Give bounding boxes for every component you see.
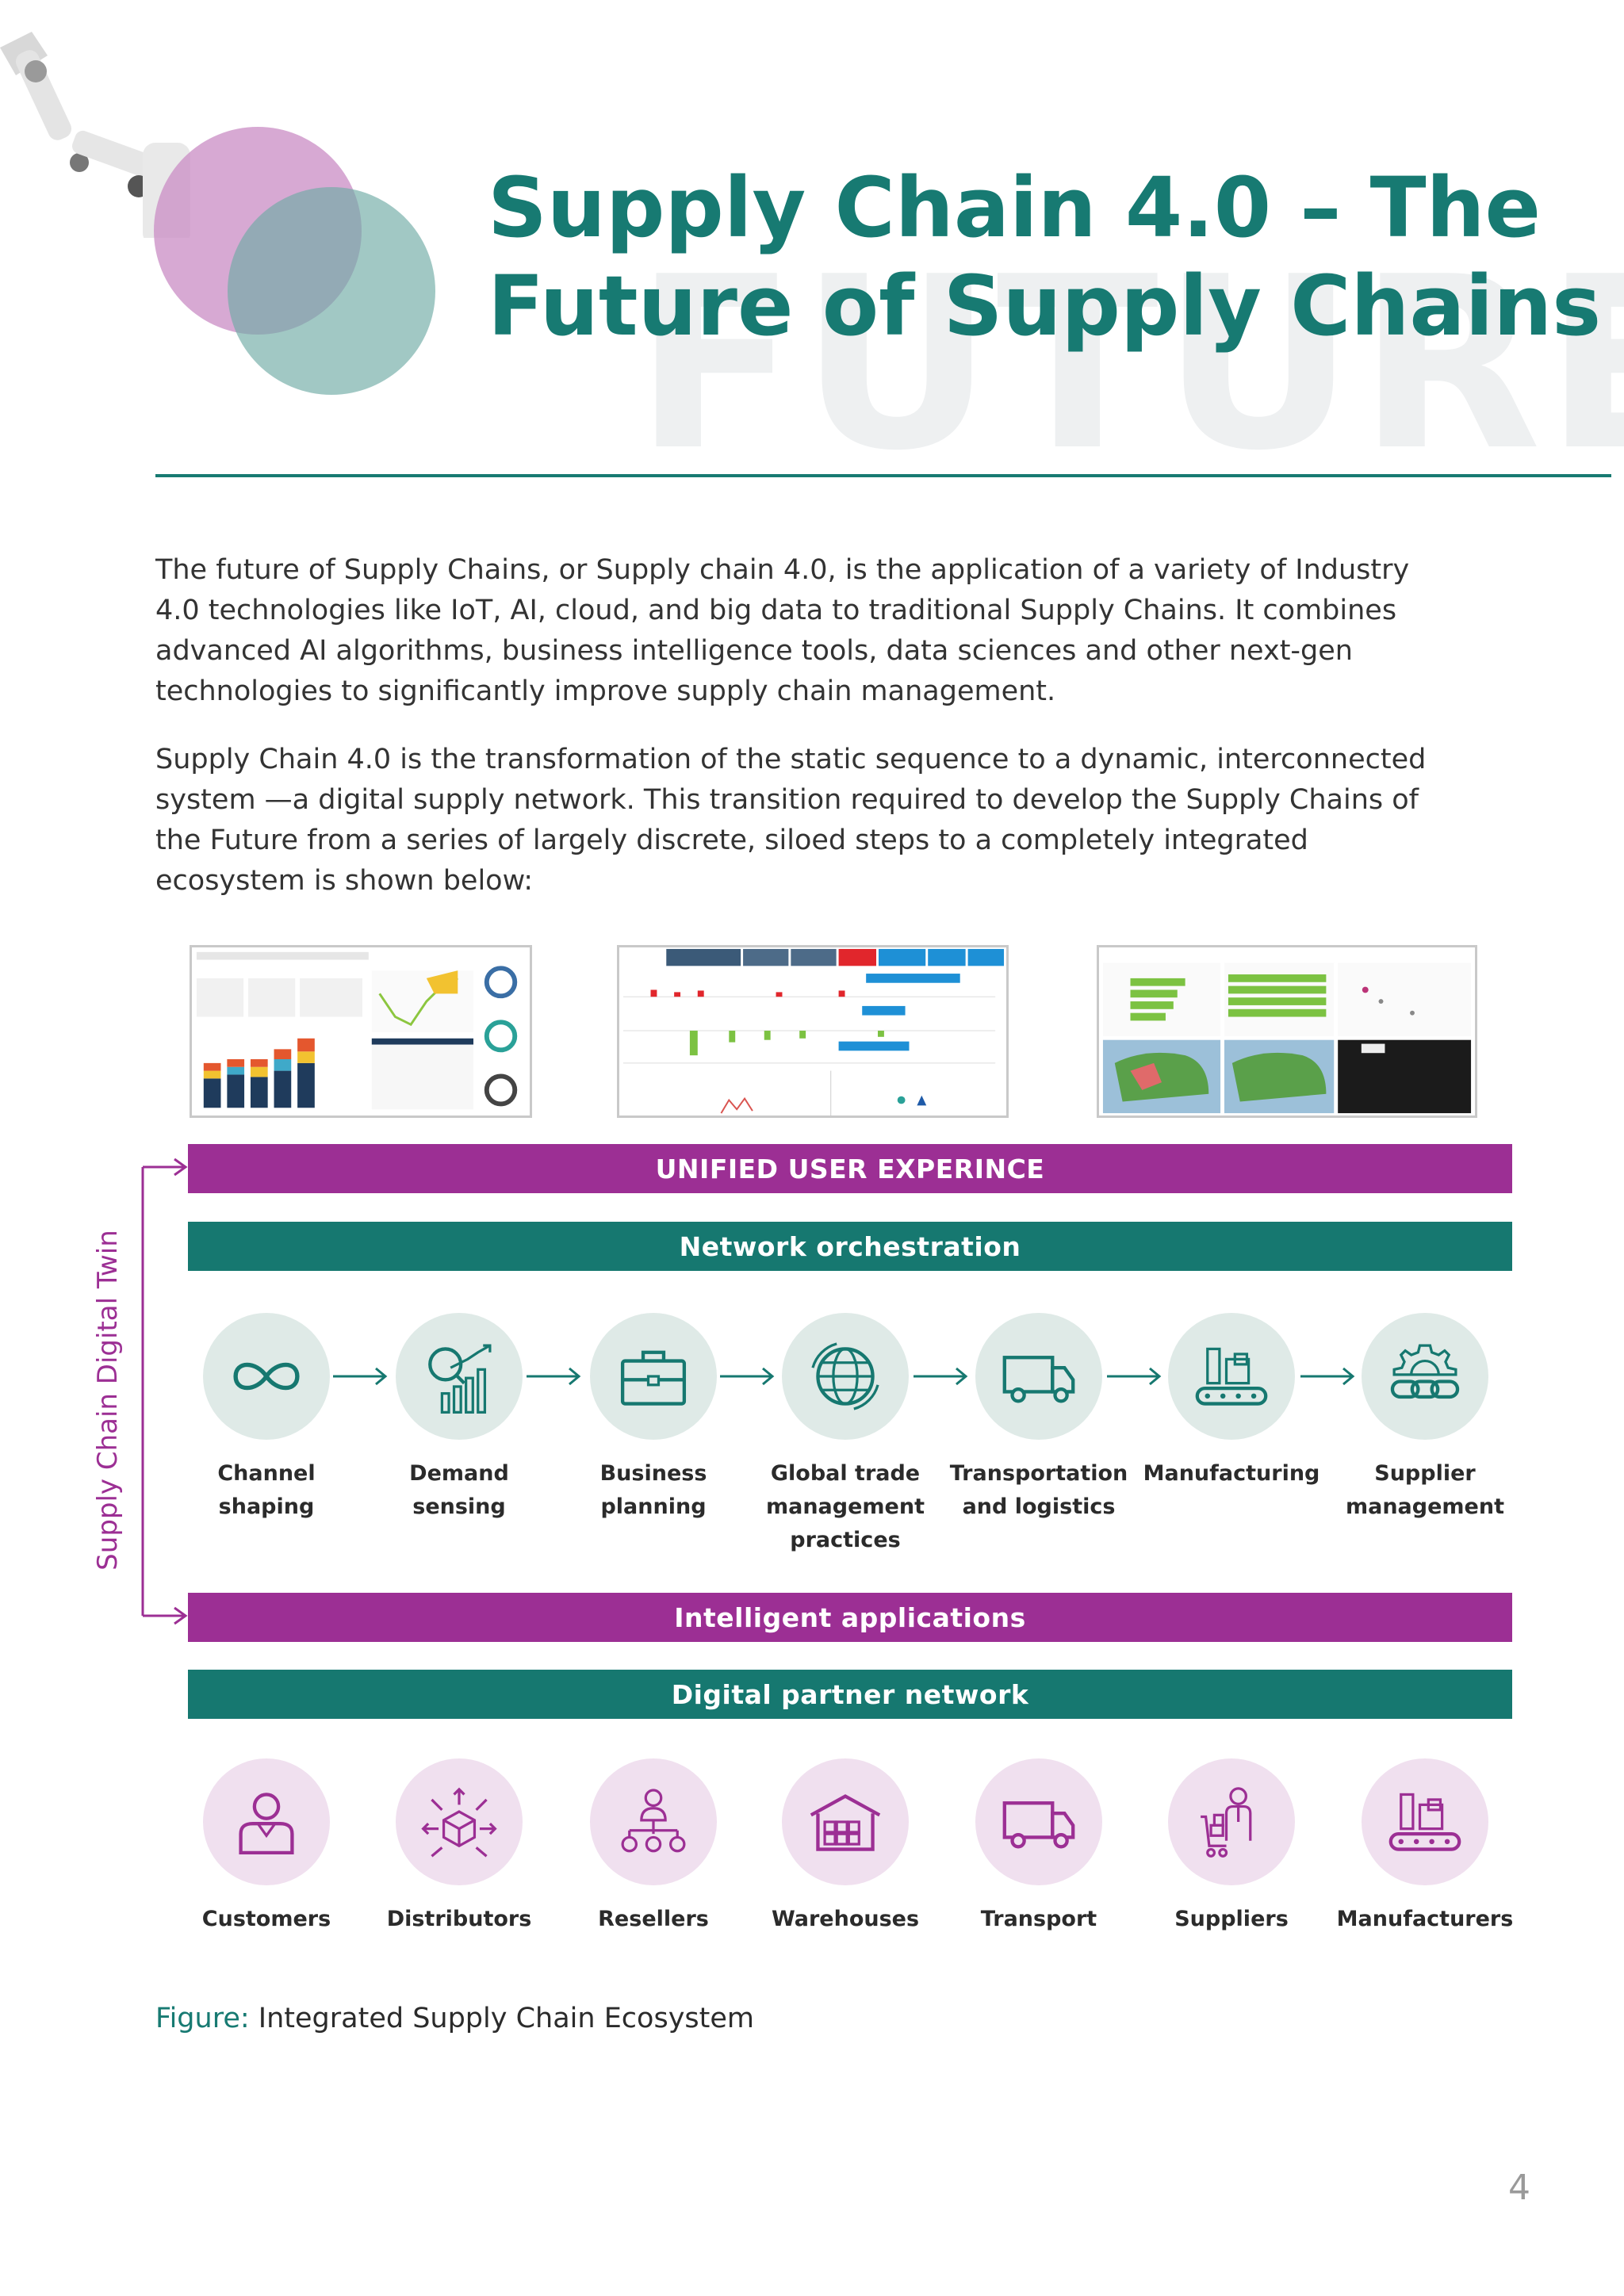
- label-business-planning: Business planning: [599, 1461, 707, 1519]
- distribution-box-icon: [421, 1787, 497, 1858]
- suppliers-icon-circle: [1168, 1758, 1295, 1885]
- globe-icon: [811, 1342, 879, 1410]
- label-customers: Customers: [201, 1907, 331, 1931]
- title-line-1: Supply Chain 4.0 – The: [488, 159, 1542, 256]
- analytics-chart-icon: [428, 1344, 492, 1414]
- truck-icon: [1002, 1356, 1075, 1403]
- label-transport: Transport: [980, 1907, 1097, 1931]
- page-number: 4: [1508, 2168, 1530, 2208]
- label-suppliers: Suppliers: [1174, 1907, 1289, 1931]
- distributors-icon-circle: [396, 1758, 523, 1885]
- watermark-text: FUTURE: [634, 238, 1624, 492]
- intro-paragraph-1: The future of Supply Chains, or Supply c…: [155, 554, 1410, 707]
- title-divider: [155, 474, 1611, 477]
- band-intelligent-applications: Intelligent applications: [188, 1593, 1512, 1642]
- gear-chain-icon: [1390, 1344, 1460, 1399]
- flow-arrow-3: [720, 1367, 775, 1386]
- decor-circle-teal: [228, 187, 435, 395]
- customers-icon-circle: [203, 1758, 330, 1885]
- band-unified-user-experience: UNIFIED USER EXPERINCE: [188, 1144, 1512, 1193]
- page-title: Supply Chain 4.0 – The Future of Supply …: [488, 159, 1614, 355]
- infinity-icon: [233, 1362, 300, 1391]
- warehouse-icon: [810, 1794, 881, 1851]
- transport-icon-circle: [975, 1758, 1102, 1885]
- flow-arrow-6: [1300, 1367, 1355, 1386]
- label-global-trade: Global trade management practices: [765, 1461, 925, 1552]
- supplier-cart-icon: [1201, 1787, 1252, 1858]
- resellers-icon-circle: [590, 1758, 717, 1885]
- supplier-management-icon-circle: [1362, 1313, 1488, 1440]
- label-supplier-management: Supplier management: [1345, 1461, 1504, 1519]
- channel-shaping-icon-circle: [203, 1313, 330, 1440]
- flow-arrow-5: [1107, 1367, 1162, 1386]
- person-icon: [239, 1793, 294, 1855]
- dashboard-thumbnail-1: [190, 945, 532, 1118]
- figure-caption-text: Integrated Supply Chain Ecosystem: [249, 2003, 754, 2034]
- label-distributors: Distributors: [386, 1907, 532, 1931]
- manufacturers-icon-circle: [1362, 1758, 1488, 1885]
- business-planning-icon-circle: [590, 1313, 717, 1440]
- label-channel-shaping: Channel shaping: [217, 1461, 316, 1519]
- band-network-orchestration: Network orchestration: [188, 1222, 1512, 1271]
- transportation-icon-circle: [975, 1313, 1102, 1440]
- label-resellers: Resellers: [598, 1907, 709, 1931]
- flow-arrow-2: [527, 1367, 581, 1386]
- warehouses-icon-circle: [782, 1758, 909, 1885]
- label-manufacturing: Manufacturing: [1143, 1461, 1320, 1486]
- band-digital-partner-network: Digital partner network: [188, 1670, 1512, 1719]
- label-warehouses: Warehouses: [771, 1907, 920, 1931]
- label-manufacturers: Manufacturers: [1336, 1907, 1514, 1931]
- factory-conveyor-icon: [1388, 1793, 1461, 1851]
- org-network-icon: [621, 1789, 686, 1853]
- truck-icon: [1002, 1801, 1075, 1849]
- intro-paragraph-2: Supply Chain 4.0 is the transformation o…: [155, 744, 1427, 897]
- demand-sensing-icon-circle: [396, 1313, 523, 1440]
- figure-caption: Figure: Integrated Supply Chain Ecosyste…: [155, 2001, 754, 2036]
- conveyor-icon: [1195, 1347, 1268, 1406]
- manufacturing-icon-circle: [1168, 1313, 1295, 1440]
- briefcase-icon: [620, 1350, 687, 1406]
- digital-twin-bracket: [141, 1158, 188, 1625]
- flow-arrow-4: [914, 1367, 968, 1386]
- label-demand-sensing: Demand sensing: [409, 1461, 509, 1519]
- global-trade-icon-circle: [782, 1313, 909, 1440]
- label-transportation-logistics: Transportation and logistics: [949, 1461, 1128, 1519]
- dashboard-thumbnail-3: [1097, 945, 1477, 1118]
- dashboard-thumbnail-2: [617, 945, 1009, 1118]
- flow-arrow-1: [333, 1367, 388, 1386]
- figure-caption-prefix: Figure:: [155, 2003, 250, 2034]
- title-line-2: Future of Supply Chains: [488, 258, 1602, 354]
